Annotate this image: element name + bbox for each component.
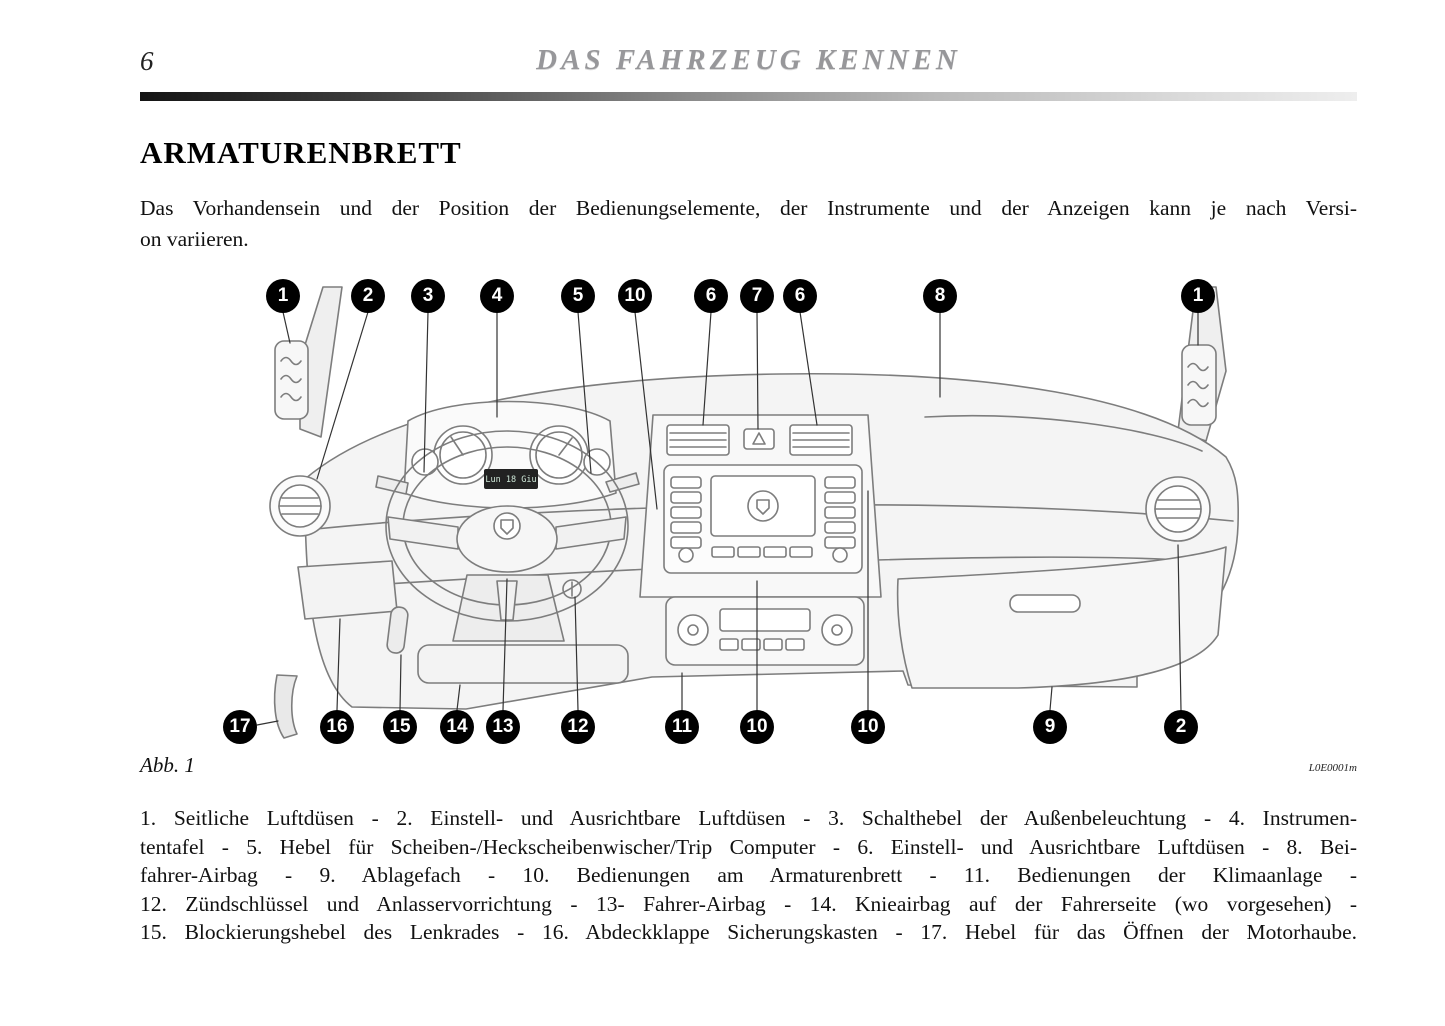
callout-5: 5: [561, 279, 595, 313]
intro-paragraph: Das Vorhandensein und der Position der B…: [140, 193, 1357, 255]
callout-10: 10: [740, 710, 774, 744]
callout-6: 6: [694, 279, 728, 313]
figure-code: L0E0001m: [1308, 762, 1357, 774]
page-number: 6: [140, 46, 154, 76]
callout-17: 17: [223, 710, 257, 744]
legend-line: 1. Seitliche Luftdüsen - 2. Einstell- un…: [140, 806, 1357, 830]
callout-1: 1: [1181, 279, 1215, 313]
callout-16: 16: [320, 710, 354, 744]
callout-6: 6: [783, 279, 817, 313]
callout-4: 4: [480, 279, 514, 313]
callout-11: 11: [665, 710, 699, 744]
legend-line: 12. Zündschlüssel und Anlasservorrichtun…: [140, 891, 1357, 916]
figure-caption: Abb. 1: [140, 753, 195, 777]
callout-15: 15: [383, 710, 417, 744]
section-title: ARMATURENBRETT: [140, 135, 462, 170]
legend-line: fahrer-Airbag - 9. Ablagefach - 10. Bedi…: [140, 863, 1357, 887]
callout-2: 2: [351, 279, 385, 313]
callout-2: 2: [1164, 710, 1198, 744]
callout-3: 3: [411, 279, 445, 313]
callout-12: 12: [561, 710, 595, 744]
manual-page: 6 DAS FAHRZEUG KENNEN ARMATURENBRETT Das…: [140, 44, 1360, 947]
legend: 1. Seitliche Luftdüsen - 2. Einstell- un…: [140, 804, 1357, 947]
callout-13: 13: [486, 710, 520, 744]
callout-10: 10: [618, 279, 652, 313]
dashboard-figure: Lun 18 Giu: [220, 279, 1360, 749]
page-header: 6 DAS FAHRZEUG KENNEN: [140, 44, 1357, 84]
callout-8: 8: [923, 279, 957, 313]
caption-row: Abb. 1 L0E0001m: [140, 753, 1357, 778]
cluster-display-text: Lun 18 Giu: [485, 475, 536, 485]
legend-line: 15. Blockierungshebel des Lenkrades - 16…: [140, 920, 1357, 944]
chapter-title: DAS FAHRZEUG KENNEN: [536, 44, 961, 76]
callout-7: 7: [740, 279, 774, 313]
legend-line: tentafel - 5. Hebel für Scheiben-/Hecksc…: [140, 834, 1357, 859]
intro-line: Das Vorhandensein und der Position der B…: [140, 196, 1357, 220]
intro-line: on variieren.: [140, 227, 249, 251]
gradient-rule: [140, 92, 1357, 101]
callout-10: 10: [851, 710, 885, 744]
callout-9: 9: [1033, 710, 1067, 744]
callout-1: 1: [266, 279, 300, 313]
leader-lines: [256, 311, 1199, 726]
dashboard-illustration: Lun 18 Giu: [256, 286, 1240, 739]
callout-14: 14: [440, 710, 474, 744]
